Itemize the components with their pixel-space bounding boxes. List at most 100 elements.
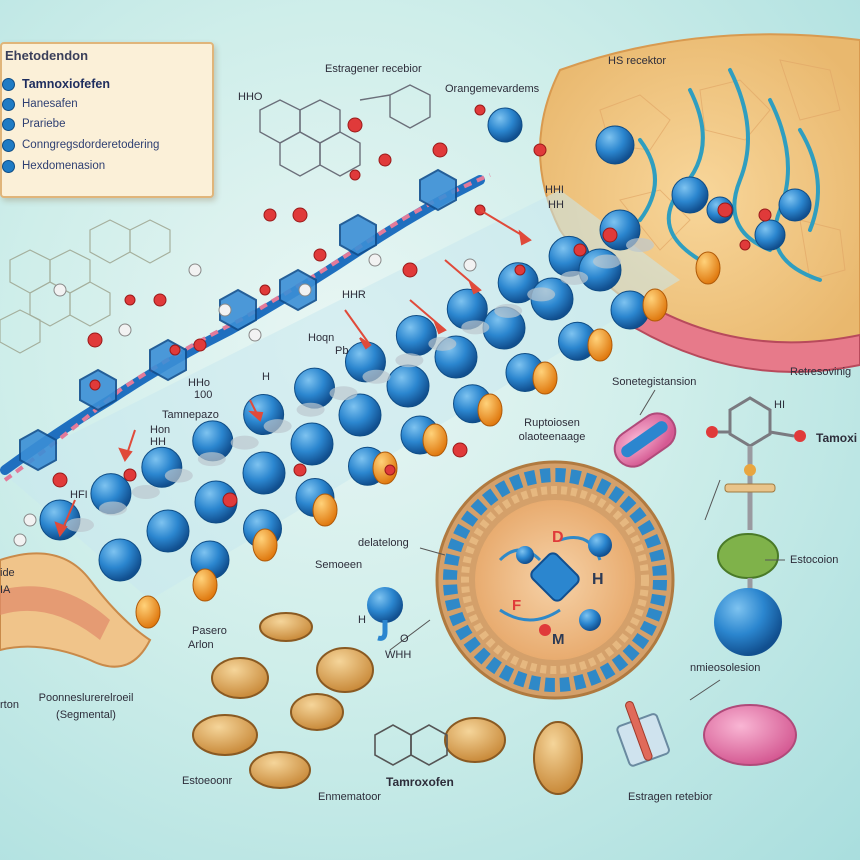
label-nmieosolesion: nmieosolesion: [690, 662, 761, 674]
protein-sphere: [146, 509, 190, 553]
side-chain-cluster: [329, 386, 358, 401]
side-chain-cluster: [296, 402, 325, 417]
free-sphere: [367, 587, 403, 623]
legend-item-label: Hexdomenasion: [22, 160, 106, 172]
hydrogen-atom: [218, 303, 232, 317]
legend-bullet-icon: [2, 77, 15, 91]
label-hhi: HHI: [545, 184, 564, 196]
pink-capsule: [613, 412, 677, 468]
oxygen-atom: [222, 492, 238, 508]
protein-sphere: [338, 393, 382, 437]
hydrogen-atom: [23, 513, 37, 527]
protein-sphere: [595, 125, 635, 165]
molecule-skeleton-top: [259, 84, 431, 177]
orange-residues: [135, 251, 721, 629]
orange-residue: [642, 288, 668, 322]
oxygen-atom: [169, 344, 181, 356]
protein-sphere: [395, 314, 437, 356]
oxygen-atom: [259, 284, 271, 296]
label-poonneslurerelroeil: Poonneslurerelroeil: [38, 692, 134, 704]
label-hho-left-sub: 100: [194, 389, 213, 401]
protein-spheres: [39, 107, 812, 582]
oxygen-atom: [89, 379, 101, 391]
molecule-skeleton-bottom: [374, 724, 448, 766]
protein-sphere: [98, 538, 142, 582]
oxygen-atom: [347, 117, 363, 133]
oxygen-atom: [758, 208, 772, 222]
ring-chain: [19, 168, 457, 472]
side-chain-cluster: [395, 353, 424, 368]
tamoxifen-structure-right: [706, 396, 806, 656]
label-enmematoor: Enmematoor: [318, 791, 381, 803]
hydrogen-atom: [188, 263, 202, 277]
label-segmental: (Segmental): [56, 709, 116, 721]
oxygen-atom: [717, 202, 733, 218]
tissue-membrane: [628, 298, 860, 373]
protein-sphere: [242, 451, 286, 495]
oxygen-atom: [123, 468, 137, 482]
oxygen-atom: [573, 243, 587, 257]
legend-item: Hanesafen: [2, 95, 78, 113]
label-estoeoonr: Estoeoonr: [182, 775, 233, 787]
oxygen-atom: [474, 104, 486, 116]
side-chain-cluster: [494, 303, 523, 318]
label-hi-right: HI: [774, 399, 785, 411]
label-hho-top: HHO: [238, 91, 263, 103]
label-orangemevardems: Orangemevardems: [445, 83, 540, 95]
cell-structure: [435, 460, 675, 700]
side-chain-cluster: [560, 270, 589, 285]
cell-letter-h: H: [592, 571, 604, 588]
label-o-mid: O: [400, 633, 409, 645]
protein-sphere: [671, 176, 709, 214]
side-chain-cluster: [263, 419, 292, 434]
cell-letter-m: M: [552, 631, 565, 648]
label-estragen-retebior: Estragen retebior: [628, 791, 713, 803]
oxygen-atom: [378, 153, 392, 167]
label-h-left-mid: H: [358, 614, 366, 626]
label-delatelong: delatelong: [358, 537, 409, 549]
side-chain-cluster: [98, 501, 127, 516]
protein-sphere: [290, 422, 334, 466]
label-hfi: HFI: [70, 489, 88, 501]
legend-bullet-icon: [2, 117, 15, 131]
orange-residue: [135, 595, 161, 629]
side-chain-cluster: [131, 485, 160, 500]
molecule-skeleton-left: [0, 219, 171, 354]
legend-item-label: Tamnoxiofefen: [22, 77, 110, 91]
interaction-arrows: [54, 209, 532, 538]
oxygen-atom: [514, 264, 526, 276]
oxygen-atom: [313, 248, 327, 262]
legend-panel: Ehetodendon Tamnoxiofefen Hanesafen Prar…: [0, 42, 214, 198]
orange-residue: [477, 393, 503, 427]
oxygen-atom: [292, 207, 308, 223]
label-tamnepazo: Tamnepazo: [162, 409, 219, 421]
label-semoeen: Semoeen: [315, 559, 363, 571]
oxygen-atom: [402, 262, 418, 278]
label-pb: Pb: [335, 345, 349, 357]
label-tamroxofen: Tamroxofen: [386, 775, 454, 789]
hydrogen-atom: [298, 283, 312, 297]
orange-residue: [252, 528, 278, 562]
orange-residue: [422, 423, 448, 457]
legend-title: Ehetodendon: [5, 48, 89, 63]
label-ruptoiosen: Ruptoiosen: [524, 417, 580, 429]
tablets: [192, 612, 583, 795]
hydrogen-atom: [13, 533, 27, 547]
side-chain-cluster: [362, 369, 391, 384]
label-hs-receptor: HS recektor: [608, 55, 667, 67]
legend-item-label: Conngregsdorderetodering: [22, 139, 160, 151]
label-estrogen-receptor-top: Estragener recebior: [325, 63, 422, 75]
oxygen-atom: [602, 227, 618, 243]
legend-bullet-icon: [2, 138, 15, 152]
pink-tablet: [703, 704, 797, 766]
hydrogen-atom: [118, 323, 132, 337]
legend-bullet-icon: [2, 97, 15, 111]
legend-item: Tamnoxiofefen: [2, 75, 110, 93]
label-retresovinig: Retresovinig: [790, 366, 852, 378]
orange-residue: [312, 493, 338, 527]
label-sonetegistansion: Sonetegistansion: [612, 376, 697, 388]
label-estocoion: Estocoion: [790, 554, 839, 566]
orange-residue: [532, 361, 558, 395]
side-chain-cluster: [626, 238, 654, 252]
legend-item-label: Hanesafen: [22, 98, 78, 110]
